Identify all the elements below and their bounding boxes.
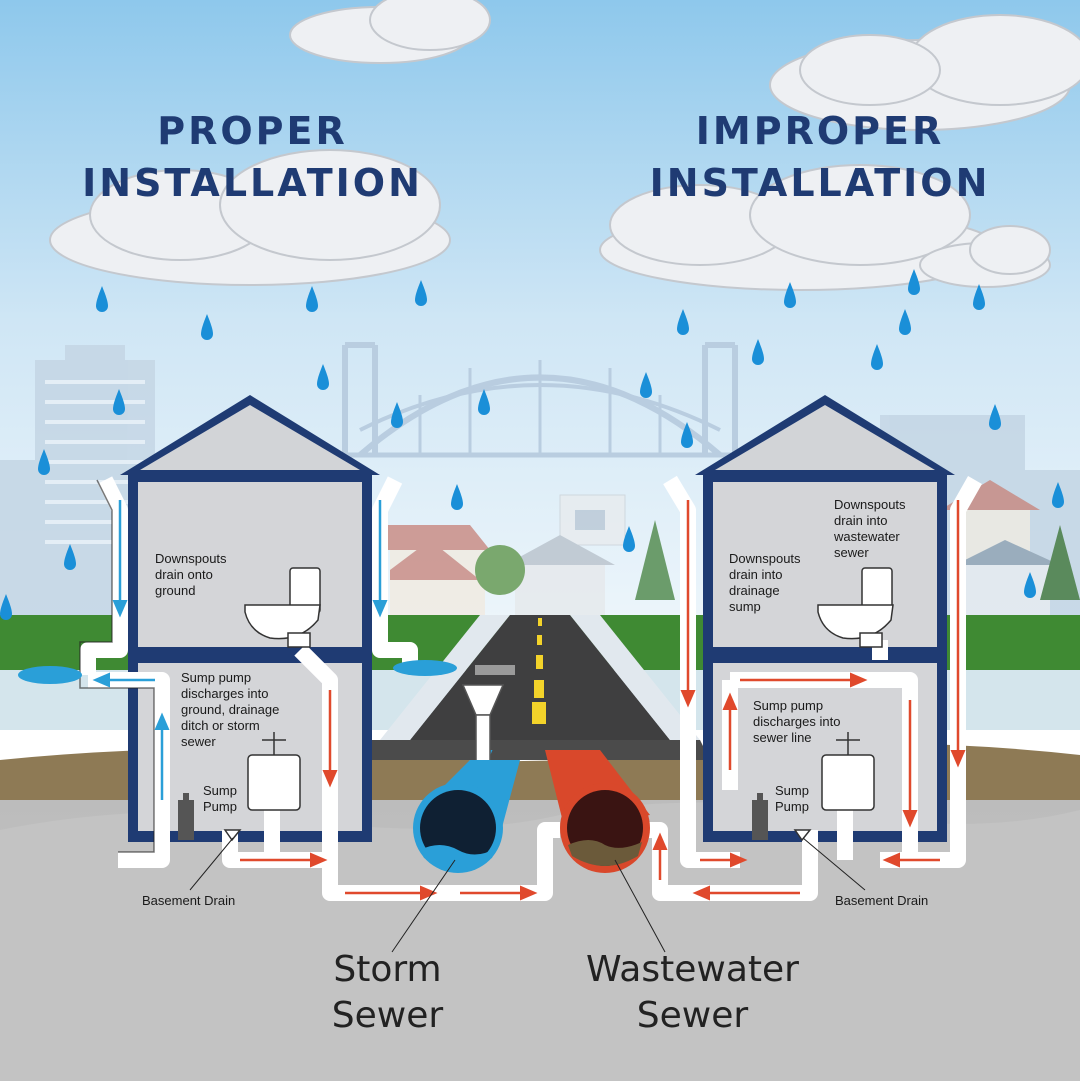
label-line: drain into [834,513,888,528]
sidewalk-left [380,615,510,740]
bridge [340,342,740,458]
label-line: sewer [181,734,216,749]
label-line: Downspouts [834,497,906,512]
storm-grate [475,665,515,675]
background-houses [385,480,1060,615]
label-line: Sump pump [753,698,824,713]
label-line: ditch or storm [181,718,260,733]
improper-sump-label: Sump pump discharges into sewer line [753,698,840,746]
label-line: Pump [203,799,237,814]
left-flow-red [240,690,538,901]
storm-sewer-label: Storm Sewer [300,947,475,1039]
basement-drain [223,829,812,842]
label-line: Sewer [636,995,749,1036]
proper-downspouts-label: Downspouts drain onto ground [155,551,227,599]
water-splash [18,660,457,684]
label-line: drain into [729,567,783,582]
right-toilet [817,567,894,648]
label-line: discharges into [753,714,841,729]
label-line: ground [155,583,196,598]
label-line: sewer line [753,730,812,745]
improper-sump-pump-label: Sump Pump [775,783,809,815]
label-line: Basement Drain [835,893,929,908]
label-line: Sump pump [181,670,252,685]
label-line: drain onto [155,567,213,582]
right-house [695,395,955,842]
label-line: Downspouts [729,551,801,566]
right-sump-pump [752,793,768,840]
left-pipe-outline [79,479,155,853]
label-line: sump [729,599,761,614]
proper-basement-drain-label: Basement Drain [142,893,235,909]
right-water-heater [821,732,875,811]
pointer-lines [189,837,866,953]
improper-downspouts-sump-label: Downspouts drain into drainage sump [729,551,801,615]
proper-title: PROPER INSTALLATION [40,105,465,209]
road-lines [532,618,546,724]
label-line: Wastewater [586,949,799,990]
trees [475,520,1080,600]
improper-basement-drain-label: Basement Drain [835,893,928,909]
clouds [49,0,1080,291]
proper-sump-pump-label: Sump Pump [203,783,237,815]
label-line: Downspouts [155,551,227,566]
proper-title-line-2: INSTALLATION [82,161,423,205]
sidewalk-right [570,615,700,740]
storm-sewer-pipe [413,760,520,873]
storm-drain-funnel [461,684,505,766]
wastewater-sewer-pipe [545,750,650,873]
label-line: Basement Drain [142,893,236,908]
proper-title-line-1: PROPER [157,109,348,153]
label-line: ground, drainage [181,702,280,717]
skyline-windows [45,380,145,544]
left-toilet [244,567,321,648]
left-water-heater [247,732,301,811]
wastewater-sewer-label: Wastewater Sewer [570,947,815,1039]
label-line: discharges into [181,686,269,701]
label-line: Sump [775,783,809,798]
label-line: wastewater [834,529,900,544]
improper-title: IMPROPER INSTALLATION [605,105,1035,209]
improper-title-line-1: IMPROPER [695,109,945,153]
improper-downspouts-sewer-label: Downspouts drain into wastewater sewer [834,497,906,561]
proper-sump-label: Sump pump discharges into ground, draina… [181,670,279,750]
right-flow-red [652,500,966,901]
left-sump-pump [178,793,194,840]
asphalt-layer [360,740,710,760]
improper-title-line-2: INSTALLATION [649,161,991,205]
label-line: drainage [729,583,780,598]
label-line: Sump [203,783,237,798]
label-line: Pump [775,799,809,814]
label-line: Sewer [331,995,444,1036]
label-line: Storm [333,949,442,990]
label-line: sewer [834,545,869,560]
